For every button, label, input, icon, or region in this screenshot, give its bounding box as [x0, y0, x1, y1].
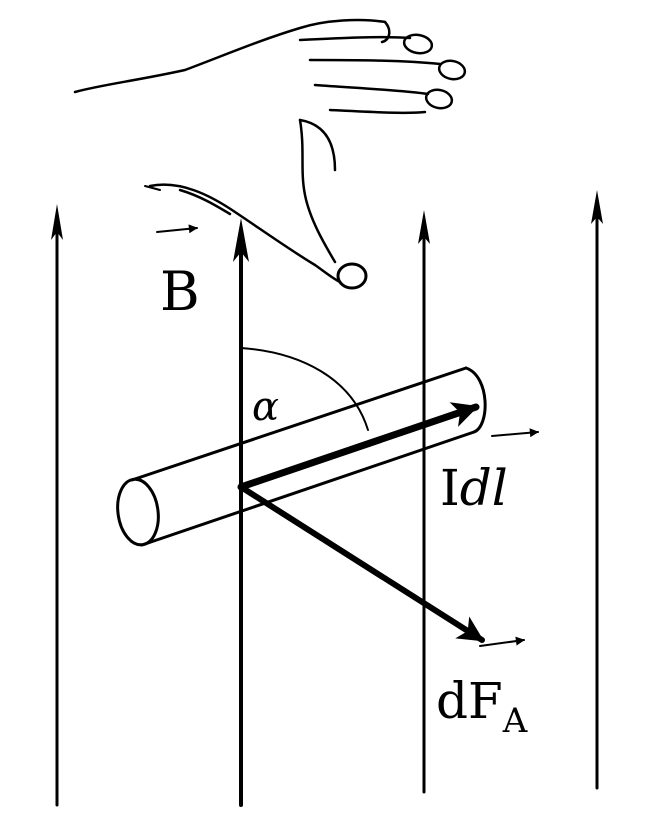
svg-text:Idl: Idl [440, 459, 508, 517]
current-label-dl: dl [460, 459, 508, 517]
over-arrow-icon [491, 428, 539, 438]
field-label: B [156, 224, 200, 323]
over-arrow-icon [479, 636, 525, 647]
field-line [233, 218, 249, 807]
current-element-vector [237, 402, 480, 491]
right-hand-icon [73, 18, 467, 290]
force-label: dFA [436, 636, 528, 741]
field-line [418, 210, 430, 794]
field-label-text: B [160, 260, 200, 323]
field-line [51, 204, 63, 807]
force-label-sub: A [502, 701, 528, 741]
angle-label: α [252, 384, 279, 430]
force-label-main: dF [436, 672, 503, 730]
angle-arc [240, 347, 369, 431]
field-line [591, 190, 603, 790]
current-element-label: Idl [440, 428, 539, 517]
current-label-I: I [440, 459, 460, 517]
svg-text:dFA: dFA [436, 672, 528, 741]
conductor-cylinder [116, 366, 487, 547]
over-arrow-icon [156, 224, 198, 234]
force-vector [238, 484, 485, 643]
